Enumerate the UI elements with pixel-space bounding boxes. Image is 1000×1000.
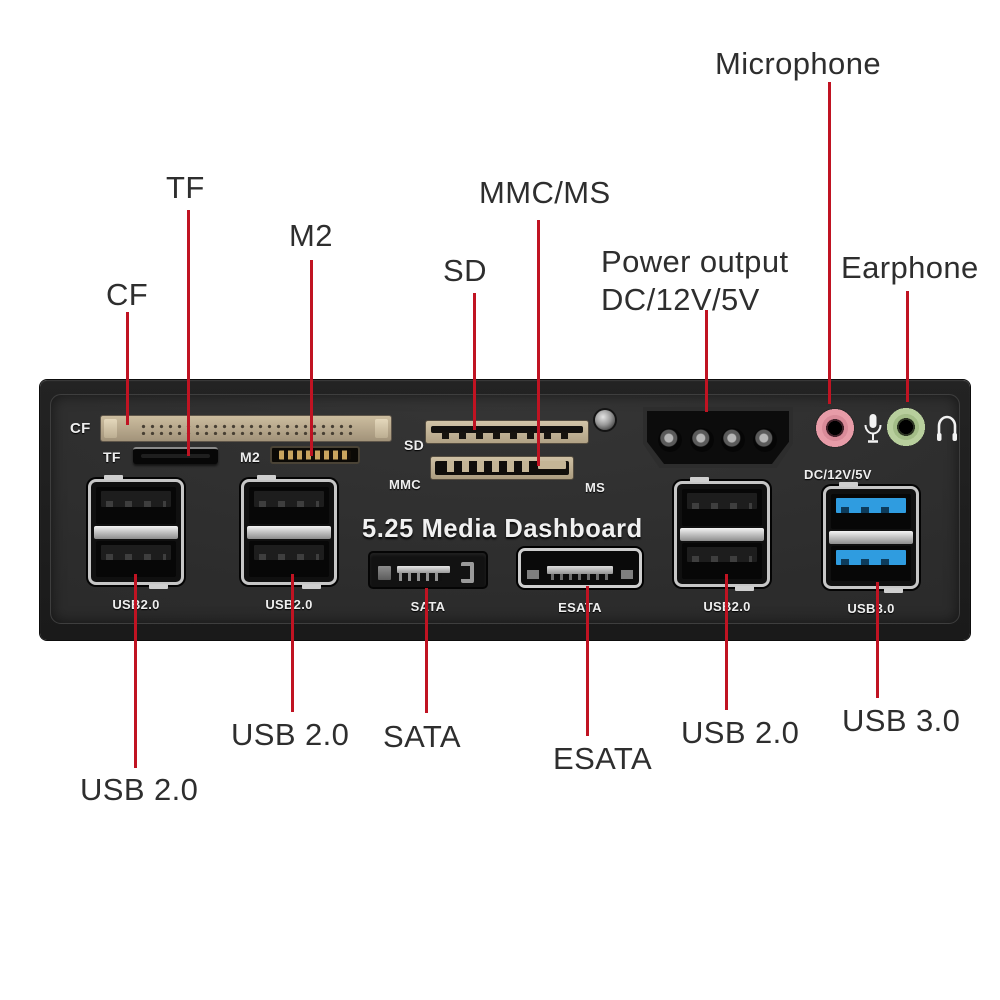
cf-eject-tab-right [375,419,388,438]
usb2-port [682,542,762,579]
media-dashboard-panel: CF TF M2 SD MMC MS [40,380,970,640]
callout-label-microphone: Microphone [715,46,881,81]
m2-contacts [279,450,351,460]
sd-slot-opening [431,426,583,433]
printed-label-esata: ESATA [558,600,602,615]
callout-label-usb3: USB 3.0 [842,703,961,738]
headphone-icon [937,415,957,441]
callout-label-sd: SD [443,253,487,288]
usb-tongue-blue [835,550,907,565]
usb2-stack-right [674,477,770,591]
usb3-stack [823,482,919,593]
usb2-port [682,489,762,526]
callout-label-power-output: Power output DC/12V/5V [601,243,788,319]
usb2-stack-left [241,475,337,589]
cf-card-slot [100,415,392,442]
sd-contacts [442,432,572,439]
printed-label-cf: CF [70,420,91,437]
sata-contacts [399,573,442,581]
molex-pin-4 [753,428,777,452]
callout-label-esata: ESATA [553,741,653,776]
molex-pin-1 [658,428,682,452]
panel-screw [595,410,615,430]
callout-line-sata [425,588,428,713]
microphone-jack [815,408,855,448]
printed-label-mmc: MMC [389,477,421,492]
usb2-stack-far-left [88,475,184,589]
cf-eject-tab-left [104,419,117,438]
callout-line-cf [126,312,129,425]
callout-label-tf: TF [166,170,205,205]
mmc-ms-card-slot [430,456,574,480]
callout-line-usb2-far-left [134,574,137,768]
callout-line-esata [586,586,589,736]
sata-key [378,566,391,580]
esata-contacts [551,574,609,580]
callout-line-usb2-left [291,574,294,712]
usb-tongue [253,544,325,561]
usb-divider [247,525,331,539]
m2-card-slot [270,446,360,464]
usb-divider [829,531,913,544]
printed-label-sd: SD [404,437,425,453]
sata-blade [397,566,450,573]
callout-line-usb3 [876,582,879,698]
usb-tongue-blue [835,498,907,513]
sata-bracket [461,562,474,583]
printed-label-sata: SATA [368,599,488,614]
callout-label-usb2-right: USB 2.0 [681,715,800,750]
callout-label-earphone: Earphone [841,250,979,285]
molex-pin-3 [721,428,745,452]
callout-label-sata: SATA [383,719,461,754]
usb-divider [94,525,178,539]
molex-pin-2 [690,428,714,452]
printed-label-usb2-left: USB2.0 [265,597,313,612]
callout-line-sd [473,293,476,430]
printed-label-usb3: USB3.0 [847,601,895,616]
sata-port [368,551,488,589]
usb3-port [831,546,911,581]
usb-tongue [100,544,172,561]
usb-divider [680,527,764,541]
molex-power-connector [643,407,793,468]
esata-blade [547,566,613,574]
callout-line-microphone [828,82,831,404]
printed-label-m2: M2 [240,449,261,465]
callout-line-mmc-ms [537,220,540,466]
callout-line-usb2-right [725,574,728,710]
callout-label-mmc-ms: MMC/MS [479,175,611,210]
callout-line-tf [187,210,190,456]
ms-slot-step [538,461,566,469]
mmc-contacts [447,461,529,472]
callout-line-earphone [906,291,909,402]
printed-label-dc-power: DC/12V/5V [804,467,872,482]
usb2-port [96,487,176,524]
callout-label-usb2-left: USB 2.0 [231,717,350,752]
printed-label-tf: TF [103,449,121,465]
earphone-jack [886,407,926,447]
callout-label-m2: M2 [289,218,333,253]
usb-tongue [686,546,758,563]
power-output-line2: DC/12V/5V [601,282,760,317]
cf-pin-holes [139,423,353,435]
usb-tongue [686,493,758,509]
usb-tongue [253,491,325,507]
esata-port [518,548,642,588]
usb-tongue [100,491,172,507]
callout-line-power-output [705,310,708,412]
usb2-port [96,540,176,577]
tf-card-slot [133,447,218,464]
panel-title: 5.25 Media Dashboard [362,513,643,543]
sd-card-slot [425,420,589,444]
callout-line-m2 [310,260,313,456]
callout-label-cf: CF [106,277,149,312]
microphone-icon [864,414,882,443]
printed-label-ms: MS [585,480,606,495]
usb2-port [249,487,329,524]
callout-label-usb2-far-left: USB 2.0 [80,772,199,807]
power-output-line1: Power output [601,244,789,279]
usb2-port [249,540,329,577]
usb3-port [831,494,911,529]
